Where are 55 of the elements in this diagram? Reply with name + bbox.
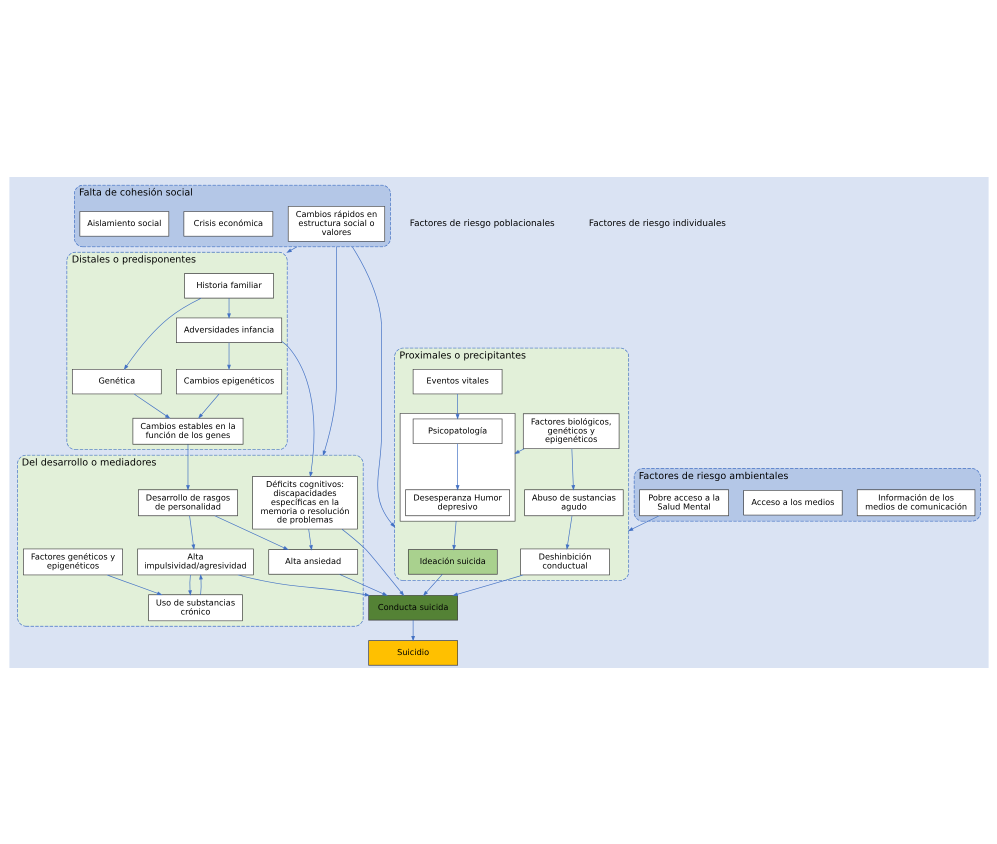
arrow <box>280 340 314 477</box>
node-box: Ideación suicida <box>407 548 498 574</box>
label: Factores de riesgo individuales <box>588 218 726 229</box>
node-box: Suicidio <box>368 640 458 666</box>
arrow <box>455 442 460 490</box>
node-box: Acceso a los medios <box>742 490 842 515</box>
arrow <box>341 528 404 596</box>
node-box: Historia familiar <box>184 272 274 298</box>
arrow <box>186 444 190 490</box>
label: Factores de riesgo poblacionales <box>409 218 554 229</box>
node-box: Conducta suicida <box>368 594 458 620</box>
arrow <box>338 573 388 596</box>
node-box: Alta ansiedad <box>268 548 358 574</box>
arrow <box>214 514 288 550</box>
node-box: Déficits cognitivos: discapacidades específicas en la memoria o resolución de problemas <box>252 476 358 529</box>
node-box: Factores biológicos, genéticos y epigenéticos <box>522 412 619 449</box>
node-box: Pobre acceso a la Salud Mental <box>638 488 728 516</box>
arrow <box>123 297 202 370</box>
arrow <box>106 574 162 595</box>
node-box: Aislamiento social <box>79 210 169 236</box>
node-box: Abuso de sustancias agudo <box>524 488 624 516</box>
arrow <box>452 574 524 596</box>
arrow <box>188 515 195 550</box>
node-box: Crisis económica <box>183 210 273 236</box>
arrow <box>455 393 460 420</box>
node-box: Información de los medios de comunicación <box>856 488 975 516</box>
node-box: Deshinbición conductual <box>520 548 610 575</box>
arrow <box>322 246 336 456</box>
node-box: Uso de substancias crónico <box>148 594 242 621</box>
node-box: Genética <box>71 368 162 394</box>
node-box: Adversidades infancia <box>176 317 282 342</box>
arrow <box>565 515 572 550</box>
arrow <box>452 520 456 550</box>
node-box: Desarrollo de rasgos de personalidad <box>138 488 238 516</box>
arrow <box>226 297 230 318</box>
arrow <box>286 246 297 252</box>
node-box: Cambios rápidos en estructura social o valores <box>287 206 385 242</box>
arrow <box>410 619 415 642</box>
arrow <box>422 573 442 596</box>
node-box: Alta impulsividad/agresividad <box>136 548 254 575</box>
node-box: Factores genéticos y epigenéticos <box>22 548 122 575</box>
arrow <box>570 448 575 490</box>
node-box: Cambios estables en la función de los genes <box>132 417 243 444</box>
arrow <box>198 573 202 595</box>
node-box: Psicopatología <box>412 418 502 444</box>
node-box: Cambios epigenéticos <box>176 368 282 394</box>
arrow <box>198 393 219 418</box>
arrow <box>237 574 370 596</box>
arrow <box>188 574 192 596</box>
node-box: Desesperanza Humor depresivo <box>404 488 510 516</box>
arrow <box>308 528 312 550</box>
node-box: Eventos vitales <box>412 368 502 394</box>
arrow <box>133 393 170 418</box>
arrow <box>226 342 230 370</box>
arrow <box>351 246 395 528</box>
